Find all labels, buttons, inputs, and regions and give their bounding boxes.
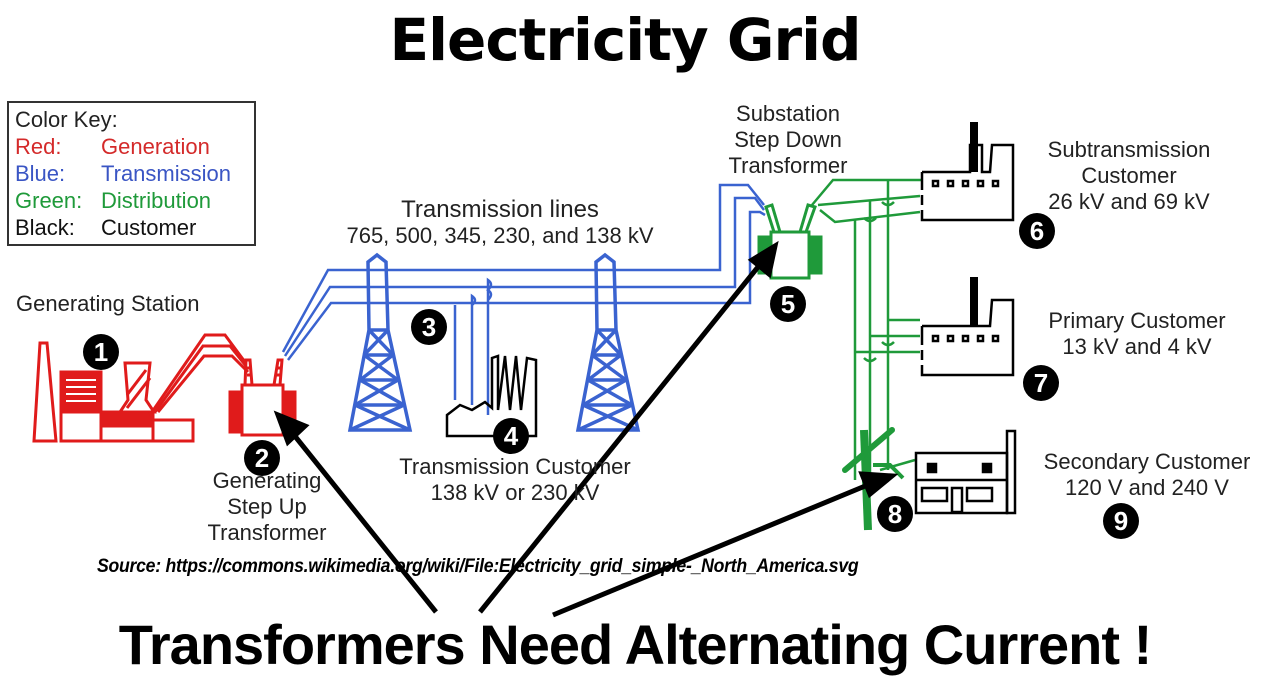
subtransmission-customer-label: Subtransmission Customer 26 kV and 69 kV — [1026, 137, 1232, 215]
label-line: Transformer — [728, 153, 848, 178]
label-line: Primary Customer — [1048, 308, 1226, 333]
label-line: Substation — [736, 101, 840, 126]
label-line: Secondary Customer — [1043, 449, 1251, 474]
primary-customer-label: Primary Customer 13 kV and 4 kV — [1026, 308, 1248, 360]
color-key-row-blue: Blue: Transmission — [15, 160, 248, 187]
substation-label: Substation Step Down Transformer — [705, 101, 871, 179]
svg-text:4: 4 — [504, 421, 519, 451]
marker-2: 2 — [244, 440, 280, 476]
color-key: Color Key: Red: Generation Blue: Transmiss… — [7, 101, 256, 246]
marker-5: 5 — [770, 286, 806, 322]
subtransmission-customer-icon — [920, 122, 1015, 222]
label-line: Transmission Customer — [399, 454, 631, 479]
color-key-value: Generation — [101, 134, 210, 159]
transmission-lines — [281, 183, 766, 415]
label-line: 138 kV or 230 kV — [430, 480, 600, 505]
color-key-label: Red: — [15, 134, 62, 159]
svg-text:6: 6 — [1030, 216, 1044, 246]
svg-text:5: 5 — [781, 289, 795, 319]
marker-7: 7 — [1023, 365, 1059, 401]
color-key-label: Blue: — [15, 161, 66, 186]
label-line: 120 V and 240 V — [1065, 475, 1229, 500]
marker-1: 1 — [83, 334, 119, 370]
step-up-transformer-icon — [228, 358, 297, 437]
generating-station-label: Generating Station — [16, 291, 200, 316]
color-key-row-green: Green: Distribution — [15, 187, 248, 214]
arrow-head-icon — [273, 410, 310, 447]
primary-customer-icon — [920, 277, 1015, 377]
arrow-head-icon — [747, 240, 779, 279]
step-up-transformer-label: Generating Step Up Transformer — [196, 468, 338, 546]
color-key-row-red: Red: Generation — [15, 133, 248, 160]
svg-text:9: 9 — [1114, 506, 1128, 536]
svg-text:8: 8 — [888, 499, 902, 529]
transmission-tower-right-icon — [575, 252, 641, 432]
color-key-heading: Color Key: — [15, 107, 118, 132]
label-line: Transmission lines — [401, 196, 599, 223]
page-title: Electricity Grid — [389, 6, 861, 74]
annotation-arrows — [273, 240, 899, 618]
caption: Transformers Need Alternating Current ! — [118, 613, 1152, 676]
label-line: Generating — [212, 468, 322, 493]
marker-6: 6 — [1019, 213, 1055, 249]
marker-9: 9 — [1103, 503, 1139, 539]
color-key-row-black: Black: Customer — [15, 214, 248, 241]
transmission-customer-icon — [445, 354, 538, 438]
label-line: Transformer — [207, 520, 327, 545]
source-citation: Source: https://commons.wikimedia.org/wi… — [97, 556, 859, 577]
distribution-lines — [811, 178, 922, 480]
label-line: 765, 500, 345, 230, and 138 kV — [346, 223, 654, 248]
color-key-value: Customer — [101, 215, 197, 240]
transmission-lines-label: Transmission lines 765, 500, 345, 230, a… — [310, 197, 690, 249]
transmission-customer-label: Transmission Customer 138 kV or 230 kV — [355, 454, 675, 506]
marker-4: 4 — [493, 418, 529, 454]
label-line: 26 kV and 69 kV — [1048, 189, 1210, 214]
marker-8: 8 — [877, 496, 913, 532]
color-key-value: Distribution — [101, 188, 212, 213]
arrow-to-step-down-transformer — [478, 260, 764, 614]
svg-text:1: 1 — [94, 337, 108, 367]
arrow-to-step-up-transformer — [288, 428, 438, 614]
arrow-head-icon — [858, 471, 899, 499]
arrow-to-pole-transformer — [552, 481, 871, 618]
secondary-customer-label: Secondary Customer 120 V and 240 V — [1022, 449, 1272, 501]
label-line: Step Down — [734, 127, 842, 152]
transmission-tower-left-icon — [347, 252, 413, 432]
secondary-customer-house-icon — [914, 429, 1017, 515]
color-key-value: Transmission — [101, 161, 231, 186]
svg-text:7: 7 — [1034, 368, 1048, 398]
color-key-label: Green: — [15, 188, 83, 213]
marker-3: 3 — [411, 309, 447, 345]
svg-text:3: 3 — [422, 312, 436, 342]
label-line: Customer — [1081, 163, 1177, 188]
svg-text:2: 2 — [255, 443, 269, 473]
label-line: Step Up — [227, 494, 307, 519]
label-line: Subtransmission — [1047, 137, 1211, 162]
color-key-label: Black: — [15, 215, 75, 240]
generating-station-icon — [32, 333, 250, 443]
label-line: 13 kV and 4 kV — [1062, 334, 1212, 359]
